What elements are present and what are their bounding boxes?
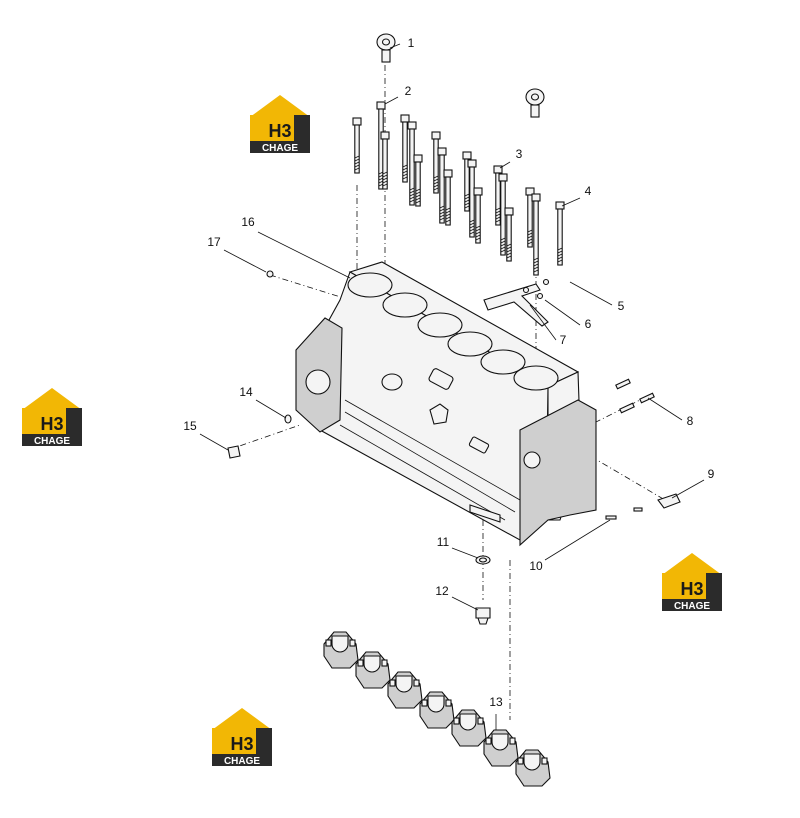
- head-bolt: [555, 201, 565, 266]
- head-bolt: [352, 117, 362, 174]
- main-bearing-caps: [323, 631, 551, 787]
- callout: 7: [529, 304, 567, 347]
- callout-number: 3: [516, 147, 523, 161]
- head-bolt: [473, 187, 483, 244]
- callout-number: 6: [585, 317, 592, 331]
- bearing-cap: [515, 749, 551, 787]
- logo-mark: H3: [680, 579, 703, 599]
- head-bolt: [531, 193, 541, 276]
- lifting-eye: [376, 33, 396, 63]
- bearing-cap: [387, 671, 423, 709]
- logo-mark: H3: [40, 414, 63, 434]
- callout-number: 15: [183, 419, 197, 433]
- head-bolt: [400, 114, 410, 183]
- head-bolts: [352, 101, 565, 276]
- callout-number: 9: [708, 467, 715, 481]
- bearing-cap: [355, 651, 391, 689]
- head-bolt: [498, 173, 508, 256]
- callout-number: 11: [437, 535, 450, 549]
- callout: 5: [569, 281, 625, 313]
- logo-word: CHAGE: [224, 756, 260, 767]
- head-bolt: [525, 187, 535, 248]
- callout: 13: [489, 695, 503, 730]
- head-bolt: [431, 131, 441, 194]
- callout-number: 10: [529, 559, 543, 573]
- callout: 8: [647, 397, 694, 428]
- cylinder-bores: [347, 272, 559, 391]
- logo-word: CHAGE: [34, 436, 70, 447]
- callout: 17: [207, 235, 267, 273]
- callout-number: 17: [207, 235, 221, 249]
- head-bolt: [413, 154, 423, 207]
- callout-number: 14: [239, 385, 253, 399]
- callout-number: 7: [560, 333, 567, 347]
- head-bolt: [504, 207, 514, 262]
- head-bolt: [443, 169, 453, 226]
- callout: 2: [384, 84, 412, 105]
- head-bolt: [467, 159, 477, 238]
- bearing-cap: [483, 729, 519, 767]
- callout-number: 13: [489, 695, 503, 709]
- head-bolt: [437, 147, 447, 224]
- callout: 10: [529, 519, 611, 573]
- small-hardware: [227, 270, 681, 625]
- callout: 16: [241, 215, 351, 279]
- head-bolt: [407, 121, 417, 206]
- callout-number: 12: [435, 584, 449, 598]
- callout-number: 16: [241, 215, 255, 229]
- callout-number: 5: [618, 299, 625, 313]
- callout-number: 1: [408, 36, 415, 50]
- logo-word: CHAGE: [674, 601, 710, 612]
- callout-number: 4: [585, 184, 592, 198]
- callout: 11: [437, 535, 479, 559]
- callout-number: 8: [687, 414, 694, 428]
- callout: 6: [544, 299, 592, 331]
- logo-mark: H3: [268, 121, 291, 141]
- bracket: [483, 283, 549, 327]
- callout: 12: [435, 584, 479, 611]
- head-bolt: [462, 151, 472, 212]
- callout: 3: [499, 147, 523, 169]
- callout: 14: [239, 385, 287, 419]
- logo-mark: H3: [230, 734, 253, 754]
- lifting-eye-secondary: [525, 88, 545, 118]
- bearing-cap: [419, 691, 455, 729]
- head-bolt: [493, 165, 503, 226]
- head-bolt: [380, 131, 390, 190]
- callout-number: 2: [405, 84, 412, 98]
- bearing-cap: [451, 709, 487, 747]
- callout: 1: [389, 36, 415, 50]
- bearing-cap: [323, 631, 359, 669]
- logo-word: CHAGE: [262, 143, 298, 154]
- callout: 9: [671, 467, 715, 499]
- callout: 15: [183, 419, 229, 451]
- callout: 4: [561, 184, 592, 207]
- cylinder-block: [295, 261, 597, 547]
